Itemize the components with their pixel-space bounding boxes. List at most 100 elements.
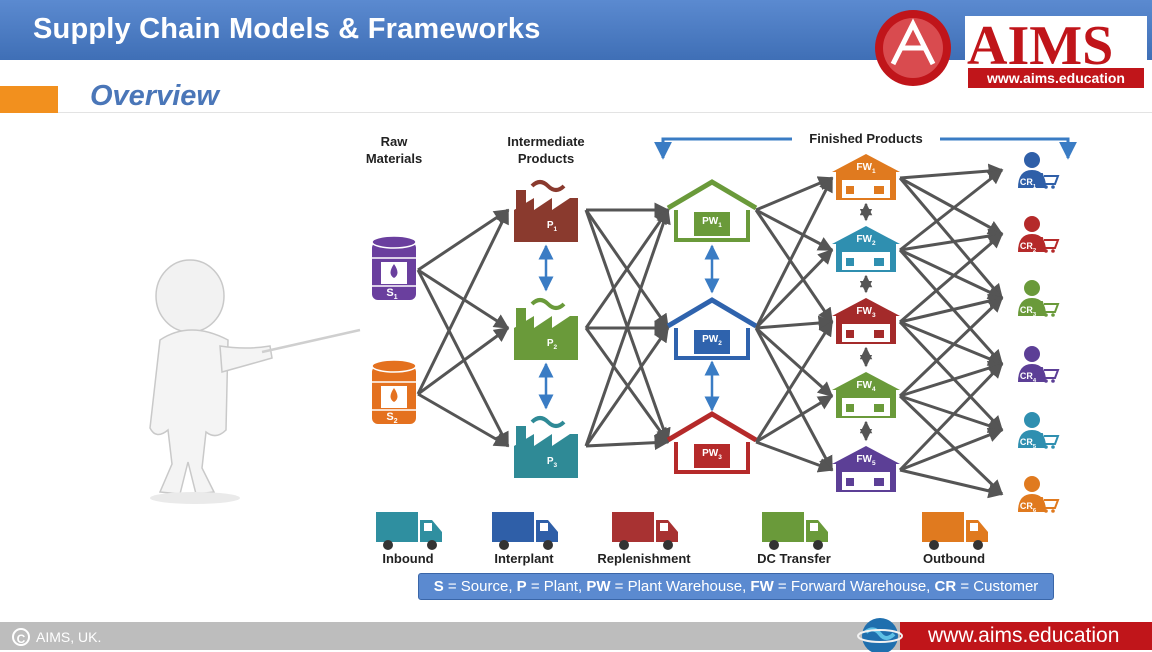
forward-warehouse-label: FW3 <box>856 306 876 319</box>
truck-label: Inbound <box>382 551 433 566</box>
plant-warehouse-label: PW2 <box>702 334 722 347</box>
header-bar <box>0 0 1152 60</box>
arrow-s1-p3 <box>416 269 510 448</box>
arrow-pw1-fw3 <box>754 209 834 324</box>
subtitle-divider <box>58 112 1152 113</box>
arrow-fw5-cr4 <box>898 362 1004 472</box>
customer-icon: CR6 <box>1018 476 1060 514</box>
arrow-fw1-cr1 <box>899 163 1004 180</box>
arrow-pw2-fw1 <box>754 176 834 329</box>
truck-label: Replenishment <box>597 551 691 566</box>
forward-warehouse-icon: FW4 <box>832 372 900 418</box>
arrow-p3-pw1 <box>584 208 671 447</box>
arrow-p3-pw2 <box>584 326 670 447</box>
plant-warehouse-label: PW3 <box>702 448 722 461</box>
arrow-fw4-cr3 <box>898 296 1004 398</box>
logo-text: AIMS <box>967 15 1113 77</box>
forward-warehouse-label: FW5 <box>856 454 876 467</box>
legend-abbr: CR <box>934 578 957 595</box>
truck-icon <box>492 512 558 550</box>
subtitle-accent-bar <box>0 86 58 113</box>
arrow-fw2-cr4 <box>898 248 1004 366</box>
presenter-figure-icon <box>149 259 361 504</box>
arrow-pw3-fw3 <box>754 320 834 443</box>
plant-factory-icon: P2 <box>514 298 578 360</box>
arrow-fw1-cr2 <box>899 176 1004 236</box>
plant-label: P3 <box>547 456 558 469</box>
source-label: S2 <box>386 411 397 425</box>
arrow-fw5-cr5 <box>899 427 1004 472</box>
column-raw-line1: Raw <box>381 134 409 149</box>
arrow-fw2-cr3 <box>899 248 1004 300</box>
forward-warehouse-label: FW1 <box>856 162 876 175</box>
plant-warehouse-icon: PW1 <box>666 179 758 242</box>
arrow-fw3-cr4 <box>899 320 1004 366</box>
legend-text: = Plant, <box>526 578 587 595</box>
forward-warehouse-icon: FW3 <box>832 298 900 344</box>
arrow-pw2-fw4 <box>754 326 834 398</box>
arrow-s2-p3 <box>417 392 510 448</box>
logo-url: www.aims.education <box>986 70 1125 86</box>
legend-text: = Customer <box>956 578 1039 595</box>
arrow-pw1-fw2 <box>755 208 834 252</box>
legend-abbr: PW <box>586 578 611 595</box>
customer-label: CR6 <box>1020 501 1037 514</box>
arrow-fw4-cr5 <box>899 394 1004 433</box>
customer-label: CR3 <box>1020 305 1037 318</box>
arrow-pw2-fw3 <box>755 315 834 331</box>
truck-icon <box>762 512 828 550</box>
customer-label: CR4 <box>1020 371 1037 384</box>
customer-icon: CR1 <box>1018 152 1060 190</box>
truck-icon <box>922 512 988 550</box>
globe-icon <box>857 618 903 652</box>
column-intermediate-line1: Intermediate <box>507 134 584 149</box>
column-raw-line2: Materials <box>366 151 422 166</box>
arrow-fw3-cr2 <box>899 232 1004 324</box>
copyright-text: AIMS, UK. <box>36 629 102 645</box>
copyright-icon: C <box>12 628 30 646</box>
arrow-fw5-cr6 <box>899 468 1004 499</box>
truck-icon <box>376 512 442 550</box>
arrow-pw3-fw5 <box>755 440 834 473</box>
arrow-p3-pw3 <box>585 435 670 451</box>
truck-label: Outbound <box>923 551 985 566</box>
customer-icon: CR3 <box>1018 280 1060 318</box>
source-label: S1 <box>386 287 397 301</box>
arrow-pw3-fw4 <box>755 394 834 444</box>
legend-box: S = Source, P = Plant, PW = Plant Wareho… <box>418 573 1054 600</box>
forward-warehouse-icon: FW1 <box>832 154 900 200</box>
footer-copyright: C AIMS, UK. <box>12 628 101 646</box>
arrow-p2-pw1 <box>584 208 670 329</box>
customer-label: CR1 <box>1020 177 1037 190</box>
supply-chain-diagram: Raw Materials Intermediate Products Fini… <box>149 131 1077 566</box>
legend-text: = Source, <box>443 578 517 595</box>
forward-warehouse-icon: FW5 <box>832 446 900 492</box>
plant-factory-icon: P3 <box>514 416 578 478</box>
plant-warehouse-label: PW1 <box>702 216 722 229</box>
aims-logo: AIMS www.aims.education <box>875 10 1147 88</box>
arrow-s1-p1 <box>417 208 510 272</box>
plant-label: P2 <box>547 338 558 351</box>
plant-label: P1 <box>547 220 558 233</box>
footer-url[interactable]: www.aims.education <box>928 624 1120 647</box>
arrow-fw3-cr5 <box>898 320 1004 432</box>
customer-icon: CR4 <box>1018 346 1060 384</box>
column-intermediate-line2: Products <box>518 151 574 166</box>
legend-text: = Forward Warehouse, <box>773 578 935 595</box>
customer-label: CR2 <box>1020 241 1037 254</box>
source-barrel-icon: S2 <box>371 359 417 425</box>
forward-warehouse-label: FW2 <box>856 234 876 247</box>
truck-icon <box>612 512 678 550</box>
source-barrel-icon: S1 <box>371 235 417 301</box>
truck-label: DC Transfer <box>757 551 831 566</box>
plant-factory-icon: P1 <box>514 180 578 242</box>
arrow-pw2-fw5 <box>754 327 834 472</box>
flow-arrows <box>416 163 1004 499</box>
arrow-fw1-cr3 <box>898 177 1004 300</box>
legend-abbr: S <box>433 578 444 595</box>
forward-warehouse-label: FW4 <box>856 380 876 393</box>
subtitle: Overview <box>90 80 219 112</box>
arrow-fw4-cr6 <box>898 394 1004 496</box>
arrow-fw2-cr1 <box>899 168 1004 252</box>
forward-warehouse-icon: FW2 <box>832 226 900 272</box>
